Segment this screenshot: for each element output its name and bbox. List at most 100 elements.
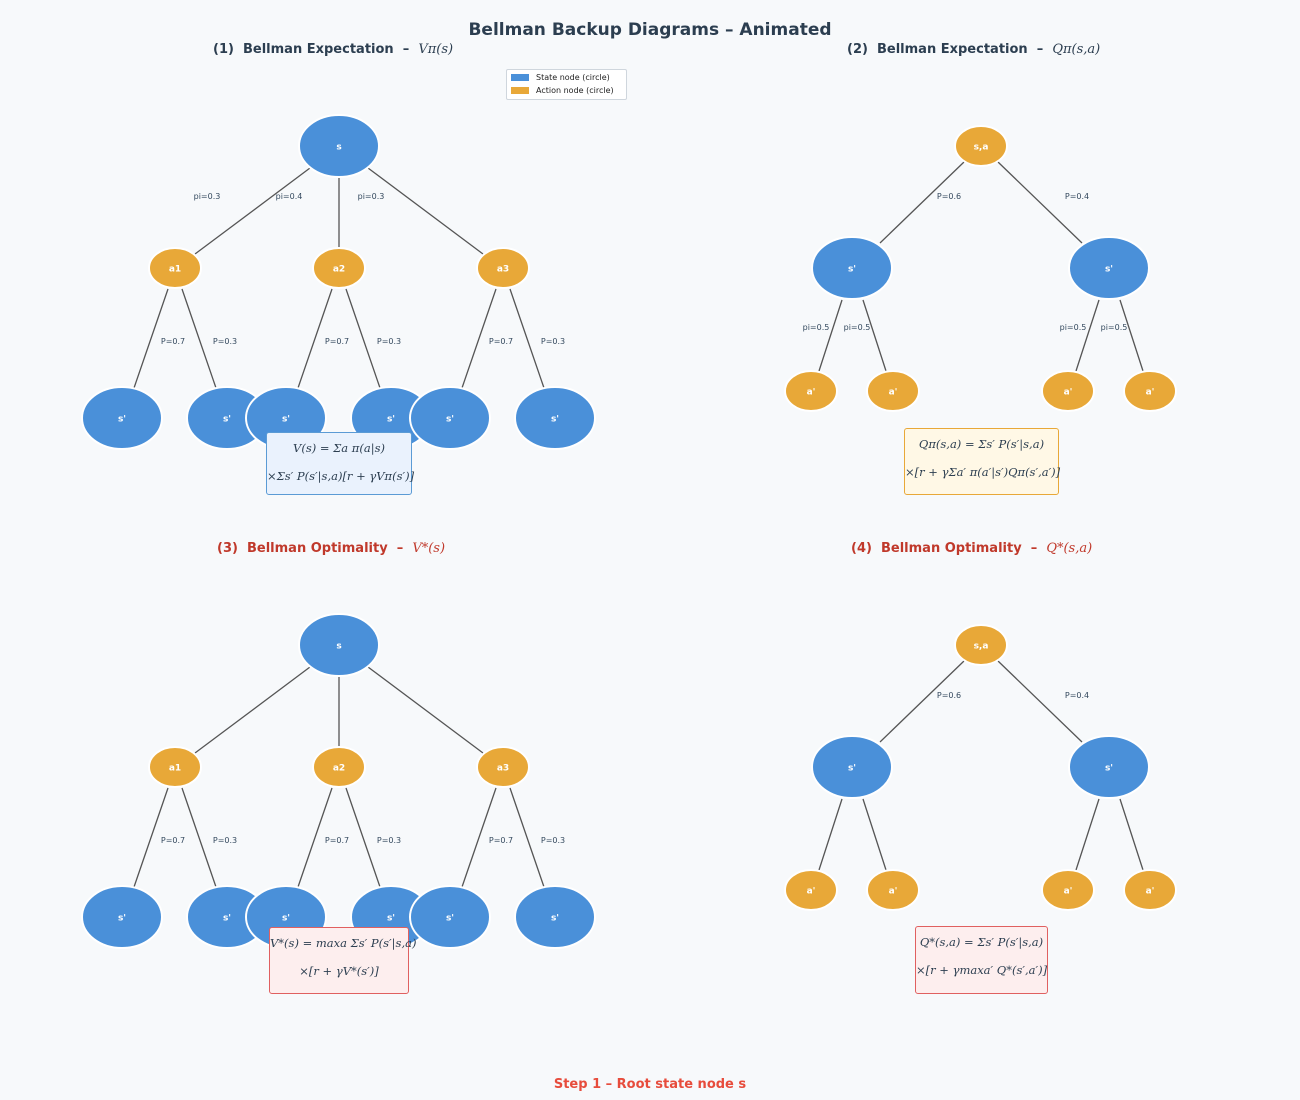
action-node [784,869,838,911]
state-node [298,613,380,677]
tree-edge [879,161,965,244]
tree-edge [862,299,887,372]
legend-swatch-state [511,74,529,81]
probability-label: P=0.3 [377,836,401,845]
formula-box-2: Qπ(s,a) = Σs′ P(s′|s,a) ×[r + γΣa′ π(a′|… [904,428,1060,495]
tree-edge [509,787,545,888]
action-node [312,247,366,289]
tree-edge [181,288,217,389]
action-node [148,247,202,289]
action-node-label: a' [1146,388,1155,398]
formula-box-4: Q*(s,a) = Σs′ P(s′|s,a) ×[r + γmaxa′ Q*(… [915,926,1048,994]
tree-edge [461,787,497,888]
probability-label: P=0.7 [489,337,513,346]
probability-label: pi=0.4 [276,192,303,201]
action-node-label: a3 [497,265,509,275]
state-node-label: s' [848,265,856,275]
state-node-label: s [336,642,341,652]
action-node-label: a' [1064,388,1073,398]
action-node-label: a' [1064,887,1073,897]
legend-swatch-action [511,87,529,94]
panel-2-title: (2) Bellman Expectation – Qπ(s,a) [847,42,1101,57]
probability-label: pi=0.3 [194,192,221,201]
tree-edge [879,660,965,743]
state-node-label: s' [223,914,231,924]
probability-label: P=0.3 [213,836,237,845]
action-node [1123,869,1177,911]
legend-item-state: State node (circle) [511,73,610,82]
action-node [784,370,838,412]
state-node [409,885,491,949]
state-node [1068,735,1150,799]
state-node-label: s' [551,415,559,425]
probability-label: pi=0.5 [1101,323,1128,332]
action-node [476,247,530,289]
action-node [1041,370,1095,412]
tree-edge [194,666,311,754]
tree-edge [997,161,1083,244]
probability-label: P=0.7 [325,337,349,346]
probability-label: P=0.4 [1065,691,1089,700]
action-node-label: a' [889,388,898,398]
state-node [1068,236,1150,300]
action-node-label: a' [889,887,898,897]
state-node-label: s' [282,914,290,924]
state-node-label: s' [848,764,856,774]
state-node-label: s' [282,415,290,425]
probability-label: P=0.3 [541,337,565,346]
action-node-label: a2 [333,764,345,774]
panel-4-title: (4) Bellman Optimality – Q*(s,a) [851,541,1093,556]
tree-edge [1119,798,1144,871]
tree-edge [297,288,333,389]
action-node [866,370,920,412]
tree-edge [818,299,843,372]
tree-edge [297,787,333,888]
probability-label: pi=0.5 [803,323,830,332]
probability-label: P=0.7 [325,836,349,845]
legend: State node (circle) Action node (circle) [506,69,627,100]
state-node-label: s' [387,415,395,425]
action-node-label: a2 [333,265,345,275]
state-node-label: s [336,143,341,153]
tree-edge [345,288,381,389]
state-node-label: s' [1105,265,1113,275]
main-title: Bellman Backup Diagrams – Animated [468,20,832,40]
state-node-label: s' [223,415,231,425]
state-node-label: s' [118,415,126,425]
tree-edge [194,167,311,255]
state-node [811,735,893,799]
tree-edge [133,787,169,888]
tree-edge [133,288,169,389]
probability-label: pi=0.5 [1060,323,1087,332]
state-node-label: s' [387,914,395,924]
probability-label: pi=0.5 [844,323,871,332]
panel-3-title: (3) Bellman Optimality – V*(s) [217,541,446,556]
formula-box-1: V(s) = Σa π(a|s) ×Σs′ P(s′|s,a)[r + γVπ(… [266,432,414,495]
tree-edge [862,798,887,871]
action-node [148,746,202,788]
action-node-label: s,a [974,143,989,153]
state-node [409,386,491,450]
state-node [514,386,596,450]
action-node-label: a1 [169,764,181,774]
probability-label: P=0.3 [541,836,565,845]
state-node [81,386,163,450]
probability-label: P=0.6 [937,192,961,201]
probability-label: P=0.7 [161,337,185,346]
probability-label: P=0.6 [937,691,961,700]
probability-label: P=0.4 [1065,192,1089,201]
tree-edge [181,787,217,888]
action-node [1123,370,1177,412]
probability-label: P=0.3 [377,337,401,346]
state-node [81,885,163,949]
tree-edge [345,787,381,888]
probability-label: P=0.7 [489,836,513,845]
tree-edge [1075,299,1100,372]
state-node-label: s' [446,914,454,924]
tree-edge [1119,299,1144,372]
tree-edge [509,288,545,389]
action-node-label: a3 [497,764,509,774]
state-node-label: s' [118,914,126,924]
legend-item-action: Action node (circle) [511,86,614,95]
tree-edge [818,798,843,871]
